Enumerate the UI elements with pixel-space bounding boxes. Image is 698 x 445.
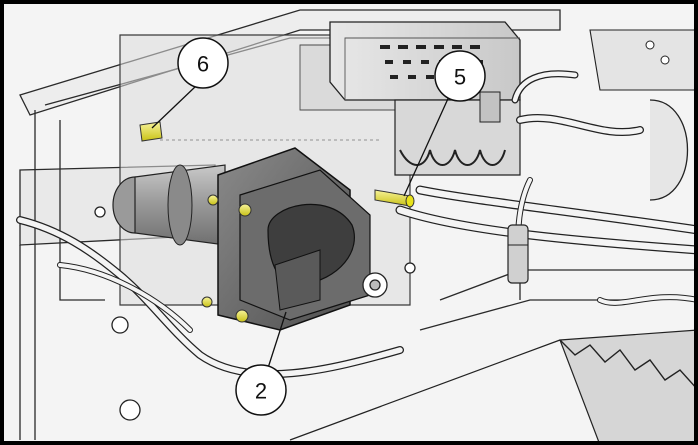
breaker-body	[112, 164, 226, 246]
terminal-strip	[394, 91, 521, 176]
fuse-block	[329, 21, 521, 101]
callout-circle	[235, 364, 287, 416]
callout-leaders	[151, 85, 452, 369]
callout-2: 2	[235, 364, 287, 416]
leader-6	[151, 85, 197, 129]
nut-item-6	[139, 121, 163, 142]
leader-2	[267, 311, 287, 369]
callout-6: 6	[177, 37, 229, 89]
inline-connector	[507, 224, 529, 284]
lower-tray	[289, 329, 698, 445]
motor-housing	[589, 29, 698, 201]
leader-5	[403, 91, 452, 197]
callout-6-label: 6	[197, 52, 209, 77]
callout-circle	[434, 50, 486, 102]
callout-2-label: 2	[255, 379, 267, 404]
highlighted-fasteners	[139, 121, 415, 323]
callout-5-label: 5	[454, 65, 466, 90]
receptacle-plate	[217, 147, 371, 331]
callout-5: 5	[434, 50, 486, 102]
callout-circle	[177, 37, 229, 89]
grommets	[94, 206, 416, 421]
